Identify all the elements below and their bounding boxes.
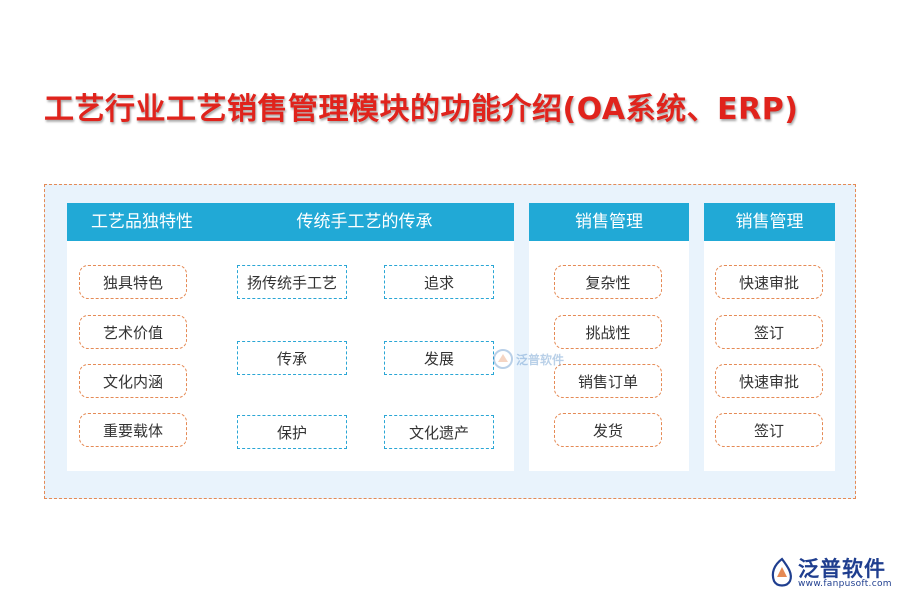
item-box: 复杂性 (554, 265, 662, 299)
column-inheritance: 传统手工艺的传承 扬传统手工艺 追求 传承 发展 保护 文化遗产 (215, 203, 514, 471)
item-box: 重要载体 (79, 413, 187, 447)
watermark-text: 泛普软件 (516, 352, 565, 367)
item-box: 传承 (237, 341, 347, 375)
fanpu-logo-icon (493, 349, 513, 369)
column-header: 销售管理 (704, 203, 835, 241)
column-header: 传统手工艺的传承 (215, 203, 514, 241)
column-header: 工艺品独特性 (67, 203, 217, 241)
item-box: 文化内涵 (79, 364, 187, 398)
item-box: 扬传统手工艺 (237, 265, 347, 299)
item-box: 销售订单 (554, 364, 662, 398)
column-sales-1: 销售管理 复杂性 挑战性 销售订单 发货 (529, 203, 689, 471)
item-box: 签订 (715, 315, 823, 349)
logo-url: www.fanpusoft.com (798, 579, 892, 589)
brand-logo: 泛普软件 www.fanpusoft.com (768, 553, 892, 593)
watermark: 泛普软件 (492, 348, 564, 370)
item-box: 发货 (554, 413, 662, 447)
diagram-frame: 工艺品独特性 独具特色 艺术价值 文化内涵 重要载体 传统手工艺的传承 扬传统手… (44, 184, 856, 499)
item-box: 文化遗产 (384, 415, 494, 449)
fanpu-logo-icon (771, 557, 792, 587)
column-header: 销售管理 (529, 203, 689, 241)
item-box: 快速审批 (715, 364, 823, 398)
logo-text: 泛普软件 (798, 557, 886, 581)
item-box: 保护 (237, 415, 347, 449)
item-box: 签订 (715, 413, 823, 447)
item-box: 追求 (384, 265, 494, 299)
column-sales-2: 销售管理 快速审批 签订 快速审批 签订 (704, 203, 835, 471)
column-uniqueness: 工艺品独特性 独具特色 艺术价值 文化内涵 重要载体 (67, 203, 217, 471)
item-box: 发展 (384, 341, 494, 375)
item-box: 艺术价值 (79, 315, 187, 349)
item-box: 挑战性 (554, 315, 662, 349)
page-title: 工艺行业工艺销售管理模块的功能介绍(OA系统、ERP) (44, 92, 799, 127)
item-box: 独具特色 (79, 265, 187, 299)
item-box: 快速审批 (715, 265, 823, 299)
